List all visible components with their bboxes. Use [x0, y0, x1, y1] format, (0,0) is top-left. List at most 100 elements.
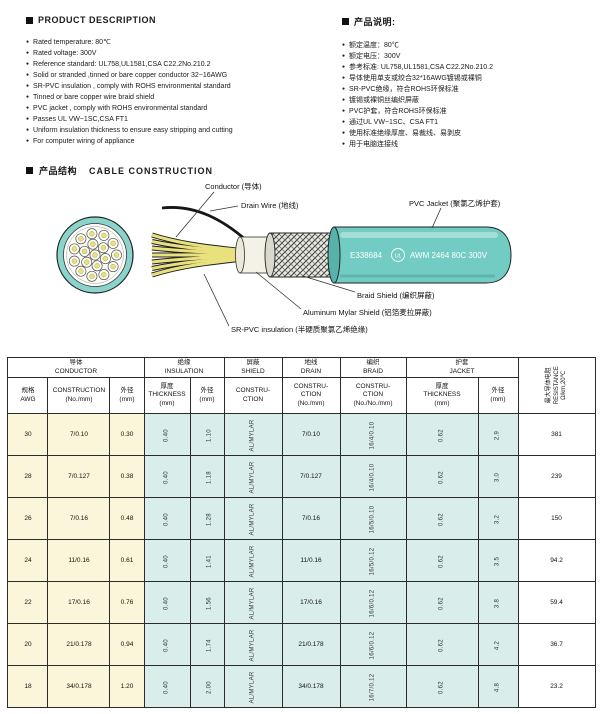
ul-logo-icon: UL: [391, 248, 405, 262]
cell-jacket-od: 3.5: [477, 539, 519, 582]
description-item-text: 用于电脑连接线: [349, 141, 399, 148]
cell-insulation-od: 1.28: [189, 497, 225, 540]
description-item: ●导体使用单支或绞合32*16AWG镀锡或裸铜: [342, 73, 594, 84]
col-conductor-od: 外径 (mm): [109, 377, 145, 414]
description-item-text: 参考标准: UL758,UL1581,CSA C22.2No.210.2: [349, 64, 493, 71]
cell-awg: 24: [7, 539, 49, 582]
cell-resistance: 36.7: [517, 623, 596, 666]
cell-shield-construction: AL/MYLAR: [223, 665, 283, 708]
cell-conductor-construction: 17/0.16: [47, 581, 111, 624]
cell-jacket-thickness: 0.62: [405, 623, 479, 666]
cell-conductor-construction: 7/0.16: [47, 497, 111, 540]
square-bullet-icon: [342, 18, 349, 25]
bullet-icon: ●: [342, 108, 346, 114]
cell-braid-construction: 16/5/0.12: [339, 539, 407, 582]
col-insulation-thickness: 厚度 THICKNESS (mm): [143, 377, 191, 414]
cell-awg: 18: [7, 665, 49, 708]
description-item: ●SR-PVC绝缘，符合ROHS环保标准: [342, 84, 594, 95]
bullet-icon: ●: [26, 94, 30, 100]
cell-shield-construction: AL/MYLAR: [223, 497, 283, 540]
cell-insulation-thickness: 0.40: [143, 581, 191, 624]
bullet-icon: ●: [26, 61, 30, 67]
cell-conductor-construction: 21/0.178: [47, 623, 111, 666]
spec-table: 导体 CONDUCTOR 绝缘 INSULATION 屏蔽 SHIELD 地线 …: [7, 357, 596, 708]
cell-awg: 28: [7, 455, 49, 498]
description-item: ●Reference standard: UL758,UL1581,CSA C2…: [26, 59, 342, 70]
cable-diagram: E338684 UL AWM 2464 80C 300V Conductor (…: [56, 181, 512, 334]
cell-shield-construction: AL/MYLAR: [223, 413, 283, 456]
description-item: ●通过UL VW~1SC、CSA FT1: [342, 117, 594, 128]
description-item: ●Rated voltage: 300V: [26, 48, 342, 59]
product-description-en: PRODUCT DESCRIPTION ●Rated temperature: …: [26, 15, 342, 150]
description-item-text: Reference standard: UL758,UL1581,CSA C22…: [33, 61, 211, 68]
group-jacket: 护套 JACKET: [405, 357, 519, 378]
description-list-cn: ●额定温度：80℃ ●额定电压：300V ●参考标准: UL758,UL1581…: [342, 40, 594, 150]
cell-drain-construction: 7/0.16: [281, 497, 341, 540]
description-item: ●SR-PVC insulation , comply with ROHS en…: [26, 81, 342, 92]
group-shield: 屏蔽 SHIELD: [223, 357, 283, 378]
col-shield-construction: CONSTRU- CTION: [223, 377, 283, 414]
group-drain: 地线 DRAIN: [281, 357, 341, 378]
description-item-text: Rated voltage: 300V: [33, 50, 97, 57]
description-section: PRODUCT DESCRIPTION ●Rated temperature: …: [0, 0, 603, 150]
conductor-wires-art: [151, 232, 246, 278]
description-item-text: 镀锡或裸铜丝编织屏蔽: [349, 97, 420, 104]
label-mylar-shield: Aluminum Mylar Shield (铝箔麦拉屏蔽): [303, 307, 432, 317]
cell-drain-construction: 34/0.178: [281, 665, 341, 708]
spec-row-awg30: 30 7/0.10 0.30 0.40 1.10 AL/MYLAR 7/0.10…: [7, 413, 596, 456]
bullet-icon: ●: [342, 130, 346, 136]
braid-layer-art: [264, 232, 335, 278]
product-description-cn: 产品说明: ●额定温度：80℃ ●额定电压：300V ●参考标准: UL758,…: [342, 15, 594, 150]
spec-row-awg18: 18 34/0.178 1.20 0.40 2.00 AL/MYLAR 34/0…: [7, 665, 596, 708]
leader-lines: [175, 191, 442, 327]
cell-insulation-od: 2.00: [189, 665, 225, 708]
jacket-art: [327, 226, 512, 284]
cell-braid-construction: 16/6/0.12: [339, 581, 407, 624]
square-bullet-icon: [26, 16, 33, 24]
description-item: ●额定温度：80℃: [342, 40, 594, 51]
group-braid: 编织 BRAID: [339, 357, 407, 378]
cell-awg: 20: [7, 623, 49, 666]
cell-resistance: 150: [517, 497, 596, 540]
cell-awg: 30: [7, 413, 49, 456]
construction-title-cn: 产品结构: [39, 166, 78, 176]
cell-conductor-od: 0.38: [109, 455, 145, 498]
cell-conductor-construction: 11/0.16: [47, 539, 111, 582]
description-item: ●镀锡或裸铜丝编织屏蔽: [342, 95, 594, 106]
description-item-text: SR-PVC绝缘，符合ROHS环保标准: [349, 86, 459, 93]
bullet-icon: ●: [26, 127, 30, 133]
product-description-title-text: PRODUCT DESCRIPTION: [38, 15, 157, 25]
col-insulation-od: 外径 (mm): [189, 377, 225, 414]
description-item-text: PVC护套，符合ROHS环保标准: [349, 108, 447, 115]
cell-jacket-od: 3.0: [477, 455, 519, 498]
cell-awg: 22: [7, 581, 49, 624]
bullet-icon: ●: [342, 141, 346, 147]
spec-row-awg26: 26 7/0.16 0.48 0.40 1.28 AL/MYLAR 7/0.16…: [7, 497, 596, 540]
description-item: ●用于电脑连接线: [342, 139, 594, 150]
bullet-icon: ●: [26, 83, 30, 89]
description-item: ●使用标准绝缘厚度、易裁线、易剥皮: [342, 128, 594, 139]
cell-jacket-od: 2.9: [477, 413, 519, 456]
cell-jacket-od: 4.8: [477, 665, 519, 708]
cell-resistance: 23.2: [517, 665, 596, 708]
bullet-icon: ●: [342, 75, 346, 81]
cell-insulation-thickness: 0.40: [143, 497, 191, 540]
cell-conductor-od: 0.61: [109, 539, 145, 582]
cell-shield-construction: AL/MYLAR: [223, 581, 283, 624]
col-jacket-thickness: 厚度 THICKNESS (mm): [405, 377, 479, 414]
product-description-title: PRODUCT DESCRIPTION: [26, 15, 342, 25]
description-item-text: 额定温度：80℃: [349, 42, 399, 49]
bullet-icon: ●: [342, 64, 346, 70]
sub-header-row: 规格 AWG CONSTRUCTION (No./mm) 外径 (mm) 厚度 …: [7, 377, 595, 414]
description-item: ●PVC jacket , comply with ROHS environme…: [26, 103, 342, 114]
product-description-cn-title: 产品说明:: [342, 15, 594, 28]
group-insulation: 绝缘 INSULATION: [143, 357, 225, 378]
cell-resistance: 381: [517, 413, 596, 456]
group-header-row: 导体 CONDUCTOR 绝缘 INSULATION 屏蔽 SHIELD 地线 …: [7, 357, 596, 414]
cell-drain-construction: 7/0.10: [281, 413, 341, 456]
cell-resistance: 239: [517, 455, 596, 498]
drain-wire-art: [161, 206, 247, 242]
description-item: ●Uniform insulation thickness to ensure …: [26, 125, 342, 136]
cell-insulation-od: 1.41: [189, 539, 225, 582]
